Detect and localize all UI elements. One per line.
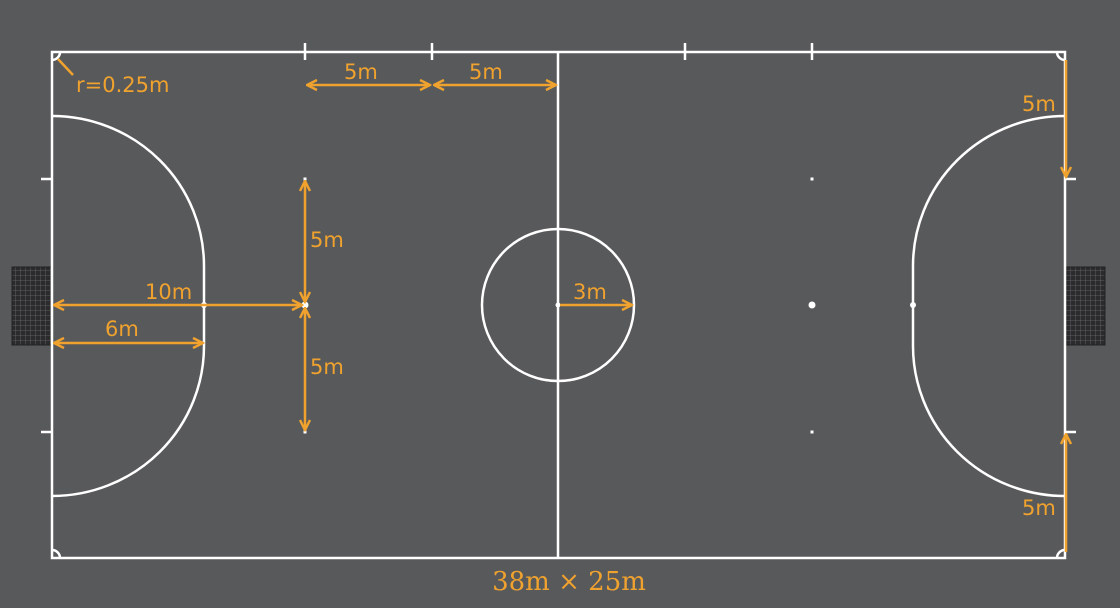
dimension-lines <box>54 58 1066 552</box>
corner-arc-tl <box>51 51 62 62</box>
dim-label-3m: 3m <box>573 280 607 304</box>
corner-radius-label: r=0.25m <box>76 73 169 97</box>
corner-arc-tr <box>1055 51 1066 62</box>
dim-label-5m-right-top: 5m <box>1022 92 1056 116</box>
dim-label-5m-upper: 5m <box>310 228 344 252</box>
substitution-zone-ticks <box>41 43 1076 434</box>
court-size-title: 38m × 25m <box>492 567 646 597</box>
corner-arc-br <box>1055 548 1066 559</box>
center-spot <box>555 302 561 308</box>
dim-label-5m-a: 5m <box>344 60 378 84</box>
dim-label-5m-b: 5m <box>469 60 503 84</box>
dim-label-5m-right-bottom: 5m <box>1022 496 1056 520</box>
left-goal <box>11 266 53 346</box>
corner-arc-bl <box>51 548 62 559</box>
dim-label-10m: 10m <box>145 280 192 304</box>
dim-label-6m: 6m <box>105 317 139 341</box>
center-circle <box>480 227 636 383</box>
dimension-labels: r=0.25m 5m 5m 5m 5m 10m 6m 3m 5m 5m <box>76 60 1056 520</box>
dim-label-5m-lower: 5m <box>310 355 344 379</box>
right-goal <box>1064 266 1106 346</box>
